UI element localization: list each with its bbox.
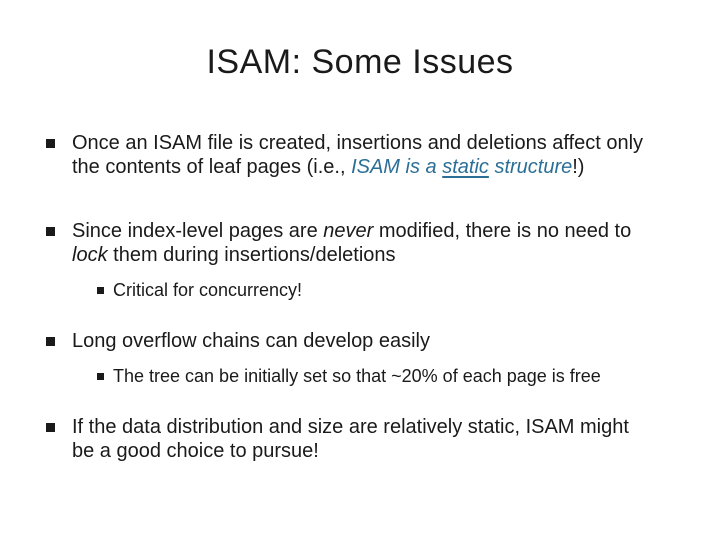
bullet-item: If the data distribution and size are re… (46, 415, 706, 463)
text-segment: them during insertions/deletions (107, 243, 396, 266)
bullet-text: Critical for concurrency! (113, 279, 302, 301)
bullet-square-icon (97, 286, 104, 294)
text-segment: ISAM is a (351, 155, 443, 178)
bullet-text: Since index-level pages are never modifi… (72, 219, 631, 267)
text-segment: !) (572, 155, 585, 178)
text-segment: Since index-level pages are (72, 219, 324, 242)
sub-bullet-item: The tree can be initially set so that ~2… (97, 365, 706, 387)
text-segment: Once an ISAM file is created, insertions… (72, 131, 644, 178)
bullet-text: If the data distribution and size are re… (72, 415, 629, 463)
sub-bullet-item: Critical for concurrency! (97, 279, 706, 301)
text-segment: never (323, 219, 374, 242)
text-segment: The tree can be initially set so that ~2… (113, 365, 601, 386)
bullet-text: The tree can be initially set so that ~2… (113, 365, 601, 387)
text-segment: structure (488, 155, 573, 178)
bullet-square-icon (97, 372, 104, 380)
bullet-square-icon (46, 422, 55, 432)
bullet-text: Long overflow chains can develop easily (72, 329, 430, 353)
bullet-list: Once an ISAM file is created, insertions… (0, 131, 720, 463)
bullet-square-icon (46, 138, 55, 148)
bullet-item: Since index-level pages are never modifi… (46, 219, 706, 267)
bullet-text: Once an ISAM file is created, insertions… (72, 131, 643, 179)
text-segment: Critical for concurrency! (113, 279, 303, 300)
bullet-item: Once an ISAM file is created, insertions… (46, 131, 706, 179)
text-segment: Long overflow chains can develop easily (72, 329, 430, 352)
slide-title: ISAM: Some Issues (206, 43, 514, 81)
bullet-square-icon (46, 226, 55, 236)
bullet-square-icon (46, 336, 55, 346)
text-segment: modified, there is no need to (378, 219, 632, 242)
bullet-item: Long overflow chains can develop easily (46, 329, 706, 353)
text-segment: lock (72, 243, 108, 266)
text-segment: static (442, 155, 489, 178)
text-segment: If the data distribution and size are re… (72, 415, 629, 462)
